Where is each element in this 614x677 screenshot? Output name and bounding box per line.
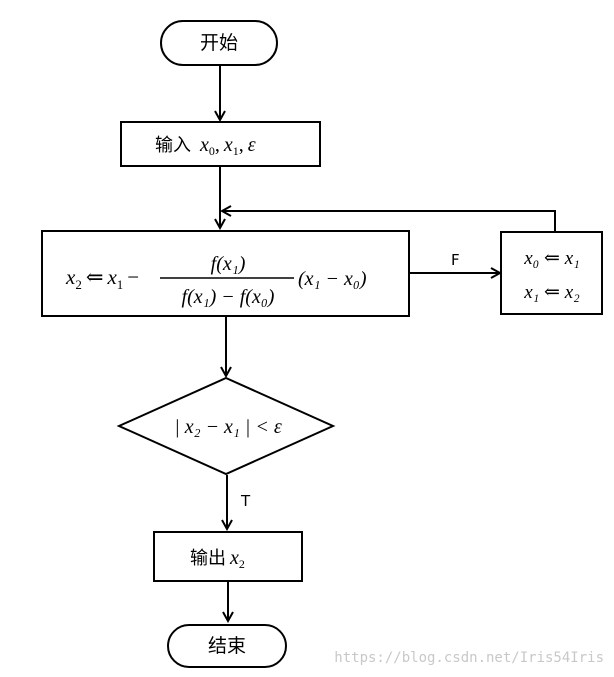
true-label: T	[240, 492, 251, 510]
start-label: 开始	[200, 32, 238, 54]
output-box	[153, 531, 303, 582]
update-lhs: x2⇐x1−	[65, 265, 139, 292]
update-denominator: f(x₁) − f(x₀)	[182, 286, 275, 308]
update-numerator: f(x₁)	[211, 253, 246, 275]
swap-box	[500, 231, 603, 315]
decision-label: | x₂ − x₁ | < ε	[174, 416, 282, 438]
swap-line-2: x₁ ⇐ x₂	[523, 282, 580, 303]
swap-line-1: x₀ ⇐ x₁	[523, 248, 580, 269]
end-terminal	[167, 624, 287, 668]
update-factor: (x₁ − x₀)	[298, 268, 367, 290]
input-vars: x0,x1,ε	[199, 134, 256, 158]
end-label: 结束	[208, 635, 246, 657]
start-terminal	[160, 20, 278, 66]
decision-diamond	[116, 376, 336, 476]
input-box	[120, 121, 321, 167]
input-label: 输入	[155, 135, 191, 156]
edge-swap-loop	[222, 211, 556, 232]
update-box	[41, 230, 410, 317]
false-label: F	[451, 251, 460, 269]
watermark: https://blog.csdn.net/Iris54Iris	[334, 650, 604, 666]
